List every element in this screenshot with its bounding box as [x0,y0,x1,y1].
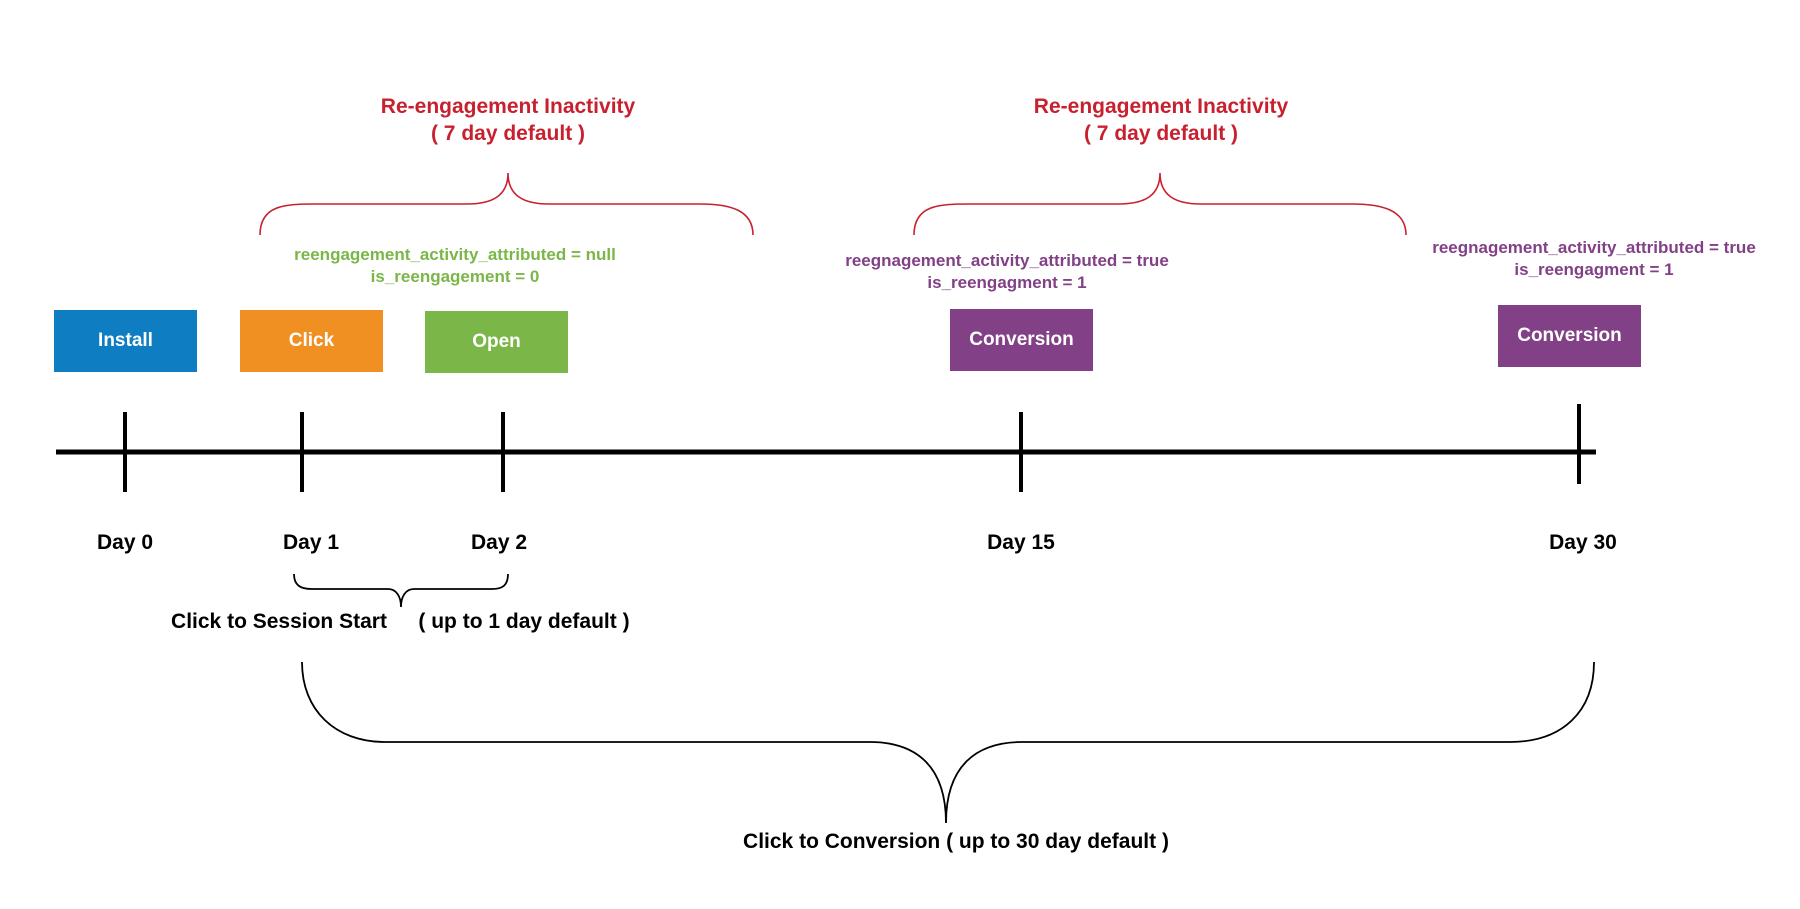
attribution-null-line1: reengagement_activity_attributed = null [294,245,616,264]
attribution-true-1-line2: is_reengagment = 1 [927,273,1086,292]
attribution-true-1-line1: reegnagement_activity_attributed = true [845,251,1169,270]
conversion-window-brace [301,661,1595,824]
install-event-box: Install [54,310,197,372]
reengagement-subtitle-2: ( 7 day default ) [1084,122,1238,145]
open-event-label: Open [472,331,521,352]
click-event-box: Click [240,310,383,372]
attribution-null-line2: is_reengagement = 0 [371,267,540,286]
day-label-30: Day 30 [1549,531,1617,554]
click-to-conversion-label: Click to Conversion ( up to 30 day defau… [743,830,1169,853]
conversion-event-box-day15: Conversion [950,309,1093,371]
session-start-brace [293,573,509,608]
day-label-15: Day 15 [987,531,1055,554]
reengagement-brace-2 [913,172,1407,236]
reengagement-title-1: Re-engagement Inactivity [381,95,636,118]
day-label-1: Day 1 [283,531,339,554]
conversion-event-box-day30: Conversion [1498,305,1641,367]
reengagement-subtitle-1: ( 7 day default ) [431,122,585,145]
day-label-2: Day 2 [471,531,527,554]
attribution-true-2-line1: reegnagement_activity_attributed = true [1432,238,1756,257]
conversion-event-label-day15: Conversion [969,329,1074,350]
day-label-0: Day 0 [97,531,153,554]
conversion-event-label-day30: Conversion [1517,325,1622,346]
reengagement-brace-1 [259,172,754,236]
reengagement-title-2: Re-engagement Inactivity [1034,95,1289,118]
open-event-box: Open [425,311,568,373]
click-to-session-default-label: ( up to 1 day default ) [418,610,629,633]
install-event-label: Install [98,330,153,351]
click-event-label: Click [288,330,335,351]
attribution-true-2-line2: is_reengagment = 1 [1514,260,1673,279]
click-to-session-label: Click to Session Start [171,610,387,633]
